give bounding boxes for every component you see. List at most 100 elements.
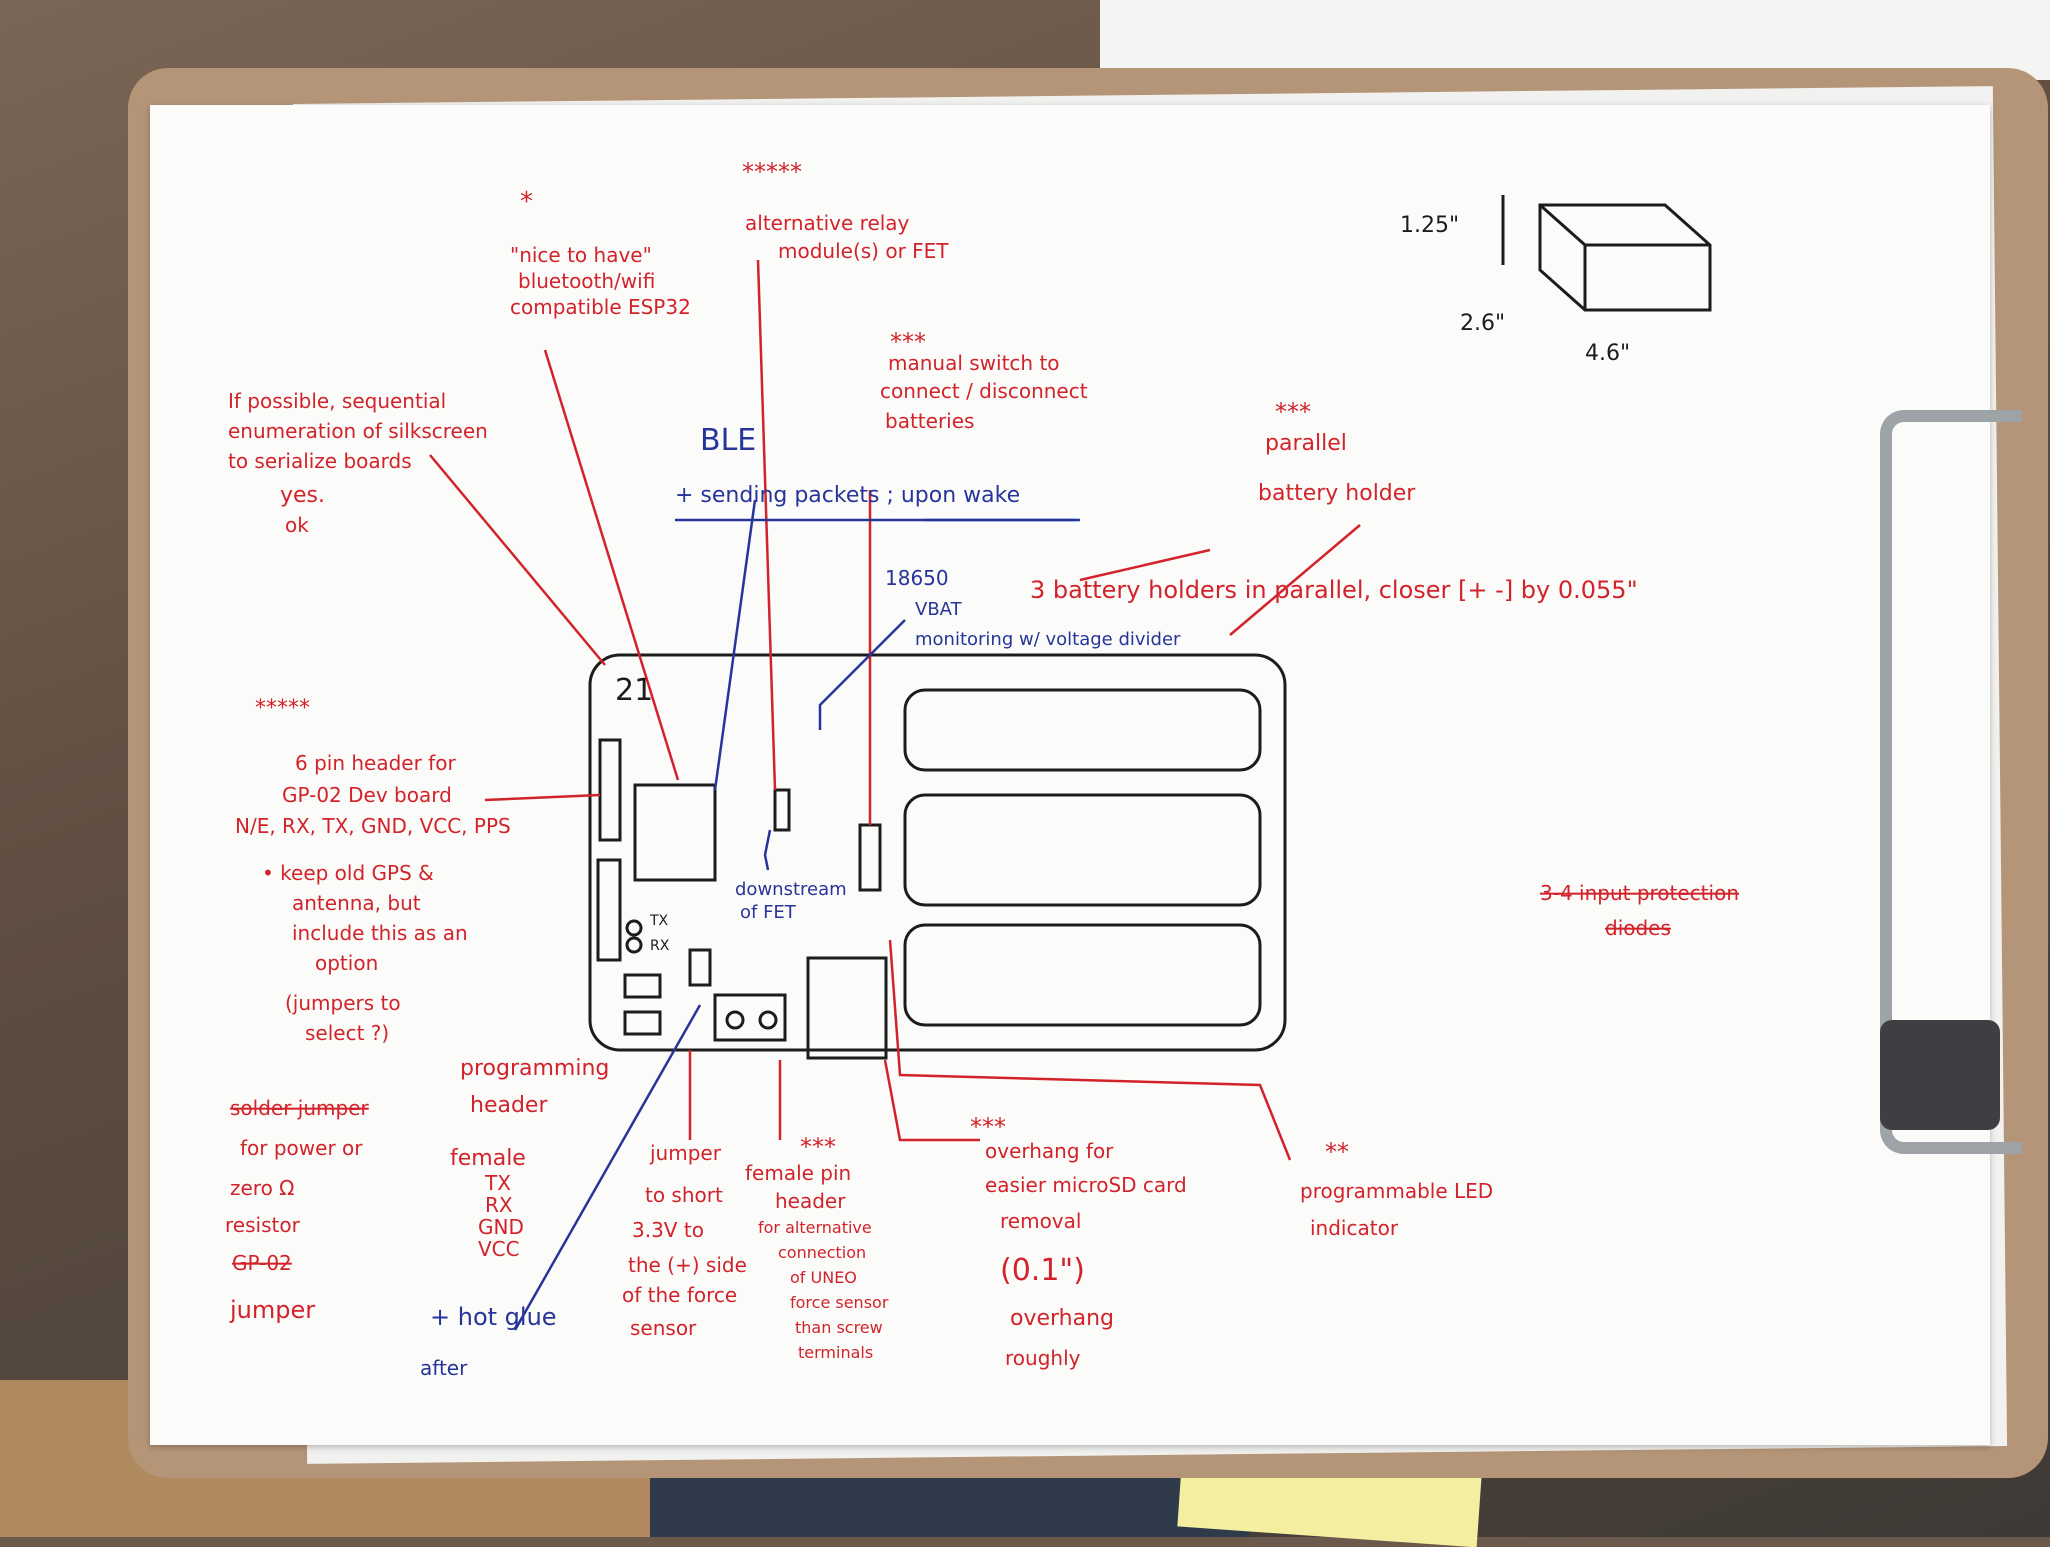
serialize-line-2: enumeration of silkscreen xyxy=(228,419,488,443)
prog-line-5: RX xyxy=(485,1193,513,1217)
star-led: ** xyxy=(1325,1138,1349,1166)
serialize-line-1: If possible, sequential xyxy=(228,389,446,413)
star-female: *** xyxy=(800,1133,836,1161)
prog-line-4: TX xyxy=(484,1171,511,1195)
solder-line-3: zero Ω xyxy=(230,1176,294,1200)
vbat-line-1: 18650 xyxy=(885,566,949,590)
female-line-6: force sensor xyxy=(790,1293,889,1312)
dimension-height: 1.25" xyxy=(1400,213,1459,238)
parallel-line-1: parallel xyxy=(1265,431,1347,456)
nice-line-1: "nice to have" xyxy=(510,243,652,267)
solder-line-4: resistor xyxy=(225,1213,301,1237)
nice-line-3: compatible ESP32 xyxy=(510,295,691,319)
overhang-line-5: overhang xyxy=(1010,1306,1114,1331)
solder-line-1: solder jumper xyxy=(230,1096,370,1120)
ble-title: BLE xyxy=(700,423,756,458)
solder-line-2: for power or xyxy=(240,1136,363,1160)
female-line-3: for alternative xyxy=(758,1218,872,1237)
screw-terminal xyxy=(713,993,787,1042)
keep-gps-line-6: select ?) xyxy=(305,1021,389,1045)
star-gps: ***** xyxy=(255,696,310,721)
hot-glue-line-1: + hot glue xyxy=(430,1303,557,1331)
prog-line-3: female xyxy=(450,1146,526,1171)
keep-gps-line-1: • keep old GPS & xyxy=(262,861,434,885)
input-protection-line-1: 3-4 input protection xyxy=(1540,881,1739,905)
overhang-line-6: roughly xyxy=(1005,1346,1081,1370)
keep-gps-line-2: antenna, but xyxy=(292,891,421,915)
female-line-8: terminals xyxy=(798,1343,873,1362)
microsd-slot xyxy=(806,956,888,1060)
female-line-1: female pin xyxy=(745,1161,851,1185)
nice-line-2: bluetooth/wifi xyxy=(518,269,655,293)
background-paper xyxy=(1100,0,2050,80)
board-outline xyxy=(588,653,1287,1052)
gps-line-1: 6 pin header for xyxy=(295,751,456,775)
prog-line-2: header xyxy=(470,1093,548,1118)
overhang-line-3: removal xyxy=(1000,1209,1081,1233)
overhang-line-2: easier microSD card xyxy=(985,1173,1187,1197)
star-switch: *** xyxy=(890,328,926,356)
gps-line-2: GP-02 Dev board xyxy=(282,783,452,807)
rx-label: RX xyxy=(650,938,670,954)
prog-line-6: GND xyxy=(478,1215,524,1239)
jumper-line-5: of the force xyxy=(622,1283,737,1307)
keep-gps-line-3: include this as an xyxy=(292,921,468,945)
switch-line-1: manual switch to xyxy=(888,351,1060,375)
sketch-paper xyxy=(150,105,1990,1445)
relay-switch xyxy=(858,823,882,892)
switch-line-2: connect / disconnect xyxy=(880,379,1088,403)
tx-label: TX xyxy=(649,913,669,929)
female-line-2: header xyxy=(775,1189,846,1213)
female-line-7: than screw xyxy=(795,1318,883,1337)
serialize-reply-2: ok xyxy=(285,513,309,537)
prog-line-1: programming xyxy=(460,1056,609,1081)
star-parallel: *** xyxy=(1275,398,1311,426)
jumper-line-3: 3.3V to xyxy=(632,1218,704,1242)
clipboard-clip xyxy=(1880,410,2022,1154)
parallel-line-2: battery holder xyxy=(1258,481,1416,506)
hot-glue-line-2: after xyxy=(420,1356,468,1380)
ble-subtitle: + sending packets ; upon wake xyxy=(675,483,1020,508)
enclosure-sketch xyxy=(1538,203,1712,312)
battery-holders-note: 3 battery holders in parallel, closer [+… xyxy=(1030,576,1638,604)
downstream-line-1: downstream xyxy=(735,879,847,900)
keep-gps-line-5: (jumpers to xyxy=(285,991,401,1015)
downstream-line-2: of FET xyxy=(740,902,797,923)
relay-line-2: module(s) or FET xyxy=(778,239,949,263)
star-relay: ***** xyxy=(742,158,802,186)
programming-header xyxy=(596,858,622,962)
keep-gps-line-4: option xyxy=(315,951,378,975)
dimension-depth: 2.6" xyxy=(1460,311,1505,336)
battery-holder-2 xyxy=(903,793,1262,907)
serialize-line-3: to serialize boards xyxy=(228,449,412,473)
female-line-5: of UNEO xyxy=(790,1268,857,1287)
prog-line-7: VCC xyxy=(478,1237,520,1261)
led-line-2: indicator xyxy=(1310,1216,1399,1240)
jumper-line-1: jumper xyxy=(649,1141,722,1165)
switch-line-3: batteries xyxy=(885,409,974,433)
overhang-line-1: overhang for xyxy=(985,1139,1114,1163)
solder-line-6: jumper xyxy=(229,1296,315,1324)
vbat-line-2: VBAT xyxy=(915,599,963,620)
relay-line-1: alternative relay xyxy=(745,211,910,235)
gps-header xyxy=(598,738,622,842)
clipboard-clip-base xyxy=(1880,1020,2000,1130)
female-line-4: connection xyxy=(778,1243,866,1262)
fet xyxy=(773,788,791,832)
gps-line-3: N/E, RX, TX, GND, VCC, PPS xyxy=(235,814,511,838)
battery-holder-1 xyxy=(903,688,1262,772)
jumper-line-4: the (+) side xyxy=(628,1253,747,1277)
star-overhang: *** xyxy=(970,1113,1006,1141)
led-line-1: programmable LED xyxy=(1300,1179,1493,1203)
solder-line-5: GP-02 xyxy=(232,1251,292,1275)
battery-holder-3 xyxy=(903,923,1262,1027)
input-protection-line-2: diodes xyxy=(1605,916,1671,940)
jumper-line-6: sensor xyxy=(630,1316,697,1340)
gps-module xyxy=(633,783,717,882)
serialize-reply-1: yes. xyxy=(280,483,325,508)
star-nice: * xyxy=(520,187,533,217)
jumper-line-2: to short xyxy=(645,1183,723,1207)
board-number: 21 xyxy=(615,673,653,708)
overhang-line-4: (0.1") xyxy=(1000,1253,1085,1288)
